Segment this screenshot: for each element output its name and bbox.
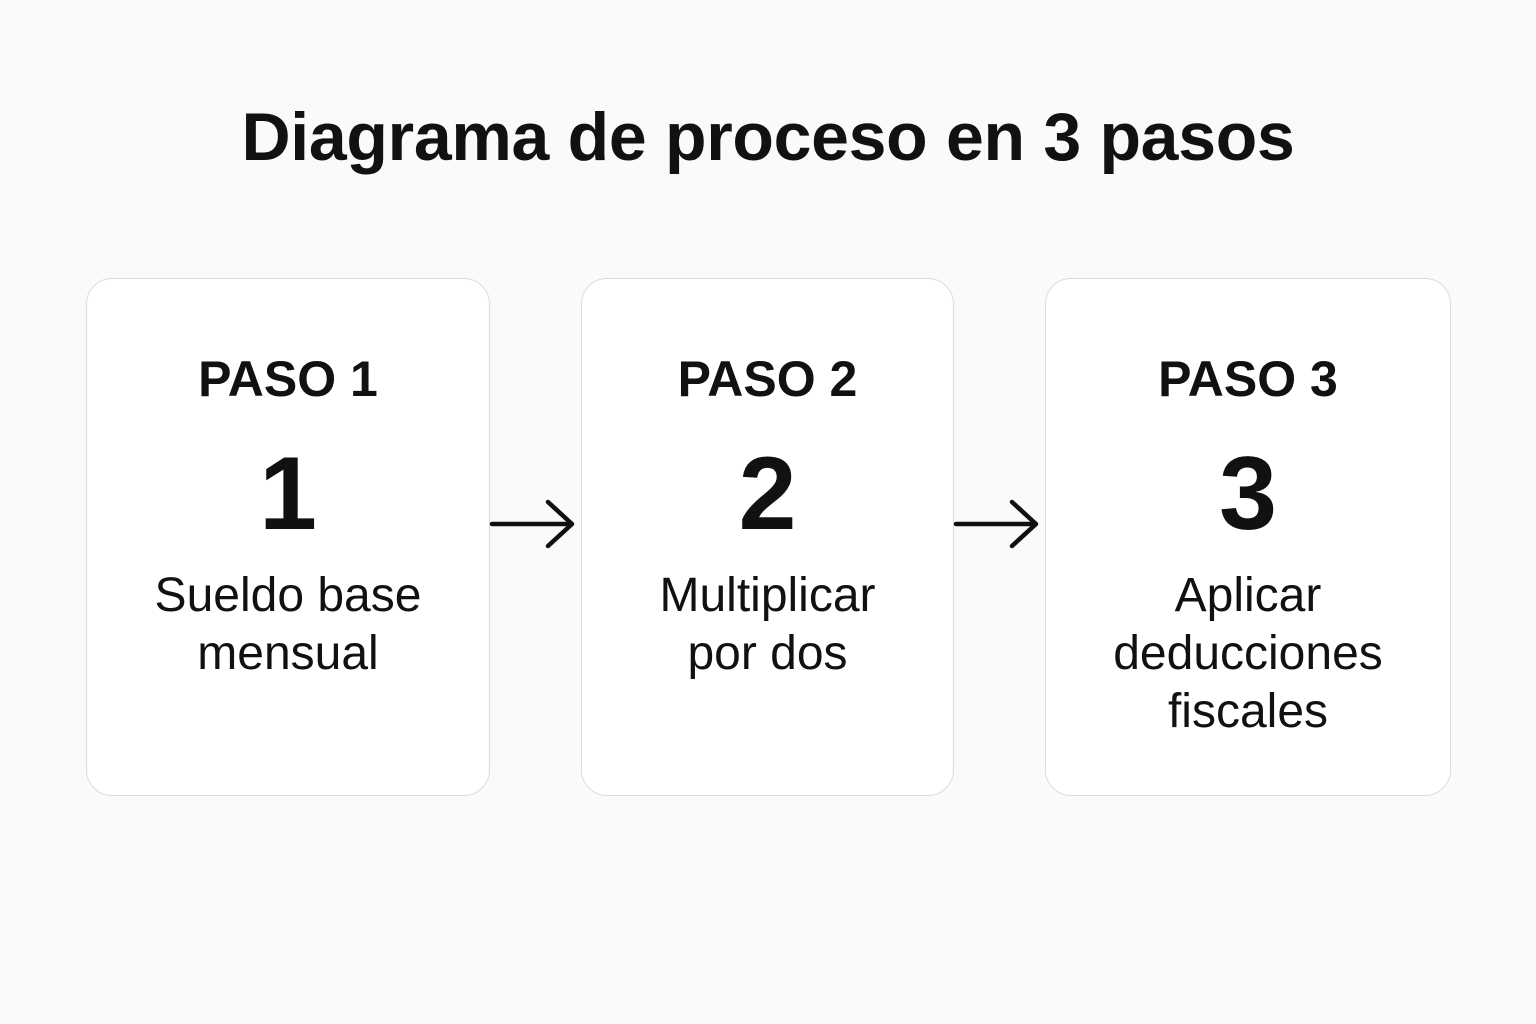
step-card-1: PASO 1 1 Sueldo base mensual <box>86 278 490 796</box>
step-card-2: PASO 2 2 Multiplicar por dos <box>581 278 954 796</box>
step-number: 3 <box>1219 436 1277 552</box>
step-description: Aplicar deducciones fiscales <box>1056 567 1440 741</box>
step-number: 1 <box>259 436 317 552</box>
step-description-line: por dos <box>687 627 848 680</box>
step-description-line: Aplicar <box>1174 569 1322 622</box>
step-description-line: mensual <box>197 627 379 680</box>
diagram-title: Diagrama de proceso en 3 pasos <box>241 99 1295 175</box>
step-number: 2 <box>738 436 797 552</box>
step-description: Multiplicar por dos <box>592 567 943 683</box>
step-description-line: Sueldo base <box>154 569 422 622</box>
step-description: Sueldo base mensual <box>97 567 479 683</box>
step-card-3: PASO 3 3 Aplicar deducciones fiscales <box>1045 278 1451 796</box>
step-description-line: fiscales <box>1167 685 1329 738</box>
arrow-right-icon <box>953 499 1039 549</box>
step-label: PASO 3 <box>1158 351 1338 407</box>
arrow-right-icon <box>489 499 575 549</box>
step-description-line: Multiplicar <box>659 569 876 622</box>
step-label: PASO 2 <box>677 351 858 407</box>
step-label: PASO 1 <box>198 351 378 407</box>
step-description-line: deducciones <box>1113 627 1383 680</box>
